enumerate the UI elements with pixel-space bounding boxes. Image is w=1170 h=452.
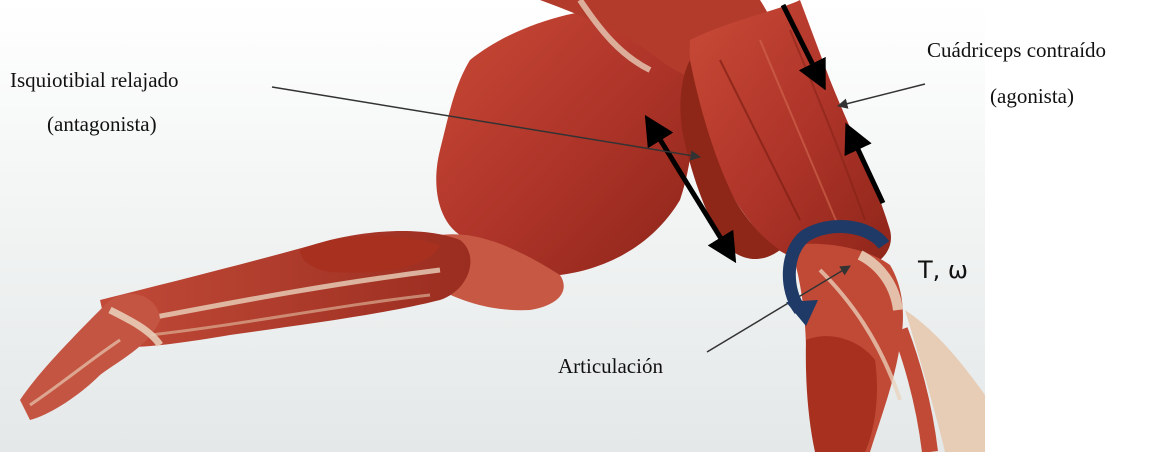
torque-label: T, ω: [918, 258, 968, 282]
hamstring-role-label: (antagonista): [47, 114, 157, 135]
quadriceps-role-label: (agonista): [990, 86, 1074, 107]
hamstring-label: Isquiotibial relajado: [10, 70, 179, 91]
joint-label: Articulación: [558, 356, 663, 377]
quadriceps-label: Cuádriceps contraído: [927, 40, 1106, 61]
